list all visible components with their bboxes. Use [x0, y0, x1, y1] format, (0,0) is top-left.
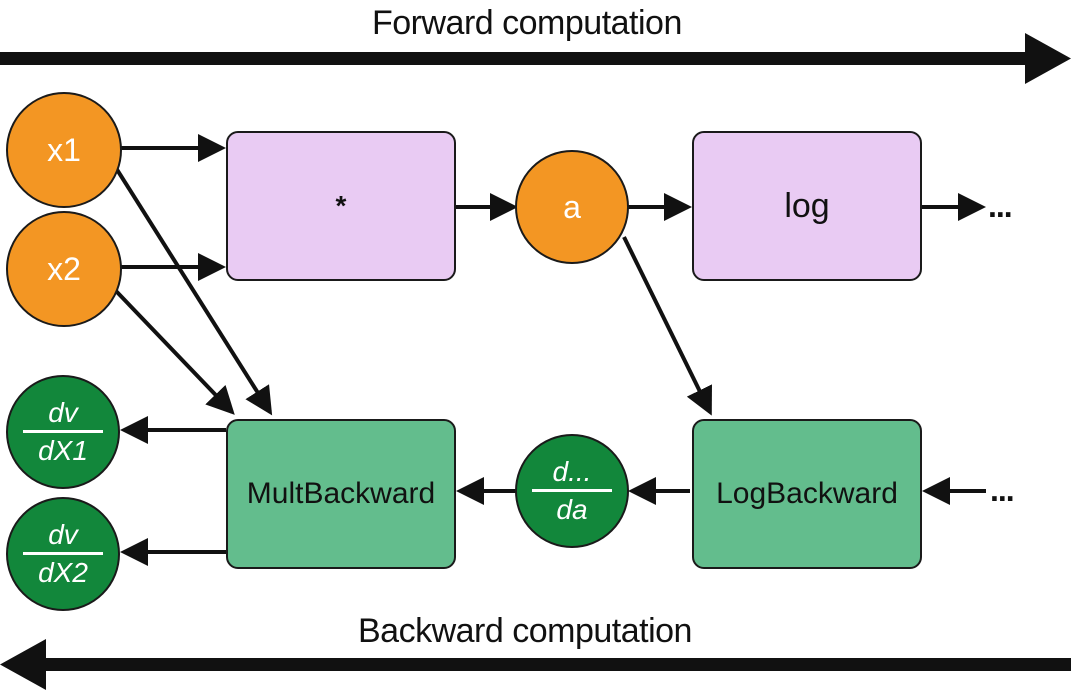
- grad-dx1-numerator: dv: [48, 397, 78, 428]
- forward-continuation: ...: [988, 188, 1013, 224]
- grad-dx2-numerator: dv: [48, 519, 78, 550]
- grad-da-fraction-bar: [532, 489, 612, 492]
- node-grad-da: d... da: [515, 434, 629, 548]
- edge-x1-to-multbackward: [114, 166, 273, 416]
- node-a: a: [515, 150, 629, 264]
- grad-dx1-denominator: dX1: [38, 435, 88, 466]
- node-x1: x1: [6, 92, 122, 208]
- forward-direction-arrow: [0, 33, 1071, 84]
- grad-da-denominator: da: [556, 494, 588, 525]
- backward-continuation: ...: [990, 472, 1015, 508]
- log-backward-label: LogBackward: [716, 477, 898, 510]
- node-x2: x2: [6, 211, 122, 327]
- mult-op-label: *: [335, 190, 347, 221]
- log-backward-box: LogBackward: [692, 419, 922, 569]
- log-op-label: log: [784, 186, 830, 225]
- edge-a-to-logbackward: [622, 236, 712, 416]
- mult-op-box: *: [226, 131, 456, 281]
- grad-dx2-denominator: dX2: [38, 557, 88, 588]
- forward-computation-title: Forward computation: [372, 4, 682, 42]
- mult-backward-label: MultBackward: [246, 477, 436, 510]
- backward-computation-title: Backward computation: [358, 612, 692, 650]
- mult-backward-box: MultBackward: [226, 419, 456, 569]
- grad-dx1-fraction-bar: [23, 430, 103, 433]
- node-grad-dx1: dv dX1: [6, 375, 120, 489]
- log-op-box: log: [692, 131, 922, 281]
- edge-x2-to-multbackward: [114, 289, 235, 415]
- backward-direction-arrow: [0, 639, 1071, 690]
- node-grad-dx2: dv dX2: [6, 497, 120, 611]
- grad-dx2-fraction-bar: [23, 552, 103, 555]
- grad-da-numerator: d...: [552, 456, 592, 487]
